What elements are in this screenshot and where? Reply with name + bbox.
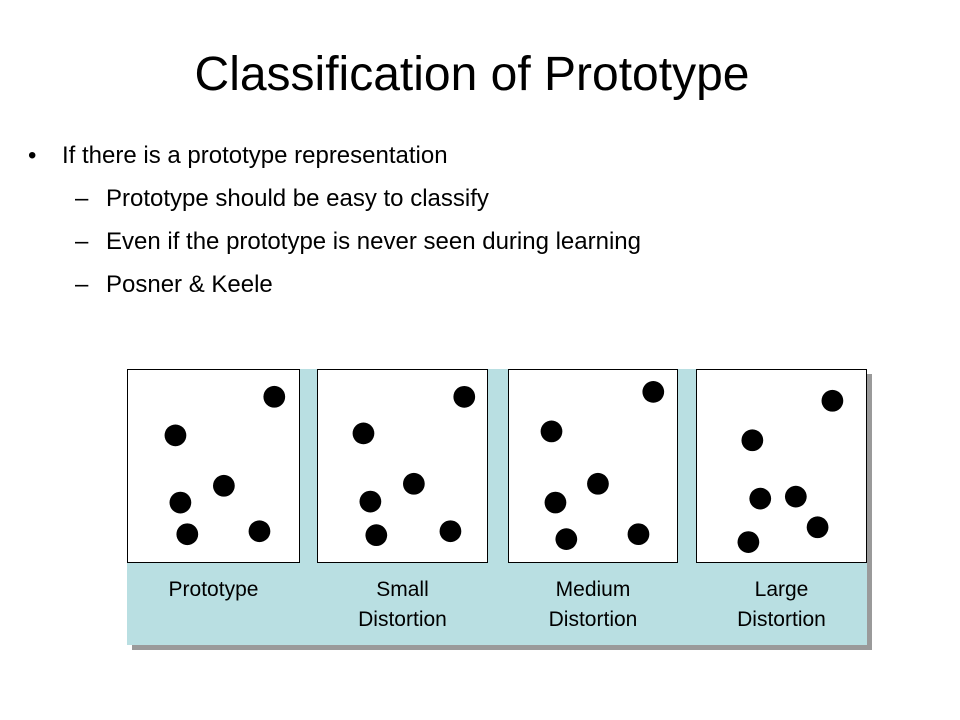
dot — [741, 429, 764, 452]
panel-small-distortion — [317, 369, 488, 563]
dot — [453, 385, 476, 408]
dot — [402, 472, 425, 495]
panel-label-small-distortion: Small Distortion — [317, 575, 488, 635]
dot — [540, 420, 563, 443]
dot — [642, 381, 665, 403]
sub-bullet-marker: – — [75, 185, 89, 212]
sub-bullet-marker: – — [75, 228, 89, 255]
dot — [359, 490, 382, 513]
dot — [164, 424, 187, 447]
sub-bullet-text: Posner & Keele — [106, 271, 273, 298]
panel-label-line: Small — [376, 578, 429, 601]
sub-bullet-marker: – — [75, 271, 89, 298]
panel-label-line: Distortion — [548, 608, 638, 631]
panel-label-line: Large — [754, 578, 809, 601]
panel-label-line: Distortion — [737, 608, 826, 631]
panel-label-line: Medium — [555, 578, 631, 601]
bullet-text: If there is a prototype representation — [62, 142, 448, 169]
dot — [365, 524, 388, 547]
sub-bullet-item: – Even if the prototype is never seen du… — [0, 224, 960, 260]
dot — [439, 520, 462, 543]
dot — [544, 491, 567, 514]
dot — [263, 385, 286, 408]
sub-bullet-text: Even if the prototype is never seen duri… — [106, 228, 641, 255]
sub-bullet-item: – Prototype should be easy to classify — [0, 181, 960, 217]
dot — [806, 516, 829, 539]
sub-bullet-text: Prototype should be easy to classify — [106, 185, 489, 212]
dot — [749, 487, 772, 510]
dot — [627, 523, 650, 546]
panel-label-line: Prototype — [168, 578, 259, 601]
panel-label-medium-distortion: Medium Distortion — [508, 575, 678, 635]
dot-pattern — [737, 389, 844, 553]
dot — [248, 520, 271, 543]
figure-background — [127, 369, 867, 645]
panel-label-line: Distortion — [358, 608, 447, 631]
dot — [555, 528, 578, 550]
dot — [352, 422, 375, 445]
dot-pattern — [540, 381, 665, 550]
dot — [784, 485, 807, 508]
dot — [176, 523, 199, 546]
bullet-marker: • — [28, 142, 37, 169]
panel-medium-distortion — [508, 369, 678, 563]
panel-prototype — [127, 369, 300, 563]
figure-shadow — [132, 374, 872, 650]
dot-pattern — [352, 385, 476, 547]
slide-title: Classification of Prototype — [194, 48, 750, 101]
dot — [169, 491, 192, 514]
bullet-item: • If there is a prototype representation — [0, 138, 960, 174]
panel-label-prototype: Prototype — [127, 575, 300, 605]
dot — [587, 472, 609, 495]
dot — [821, 389, 844, 412]
panel-large-distortion — [696, 369, 867, 563]
panel-label-large-distortion: Large Distortion — [696, 575, 867, 635]
sub-bullet-item: – Posner & Keele — [0, 267, 960, 303]
dot — [737, 531, 760, 553]
dot-pattern — [164, 385, 286, 546]
dot — [213, 474, 235, 497]
